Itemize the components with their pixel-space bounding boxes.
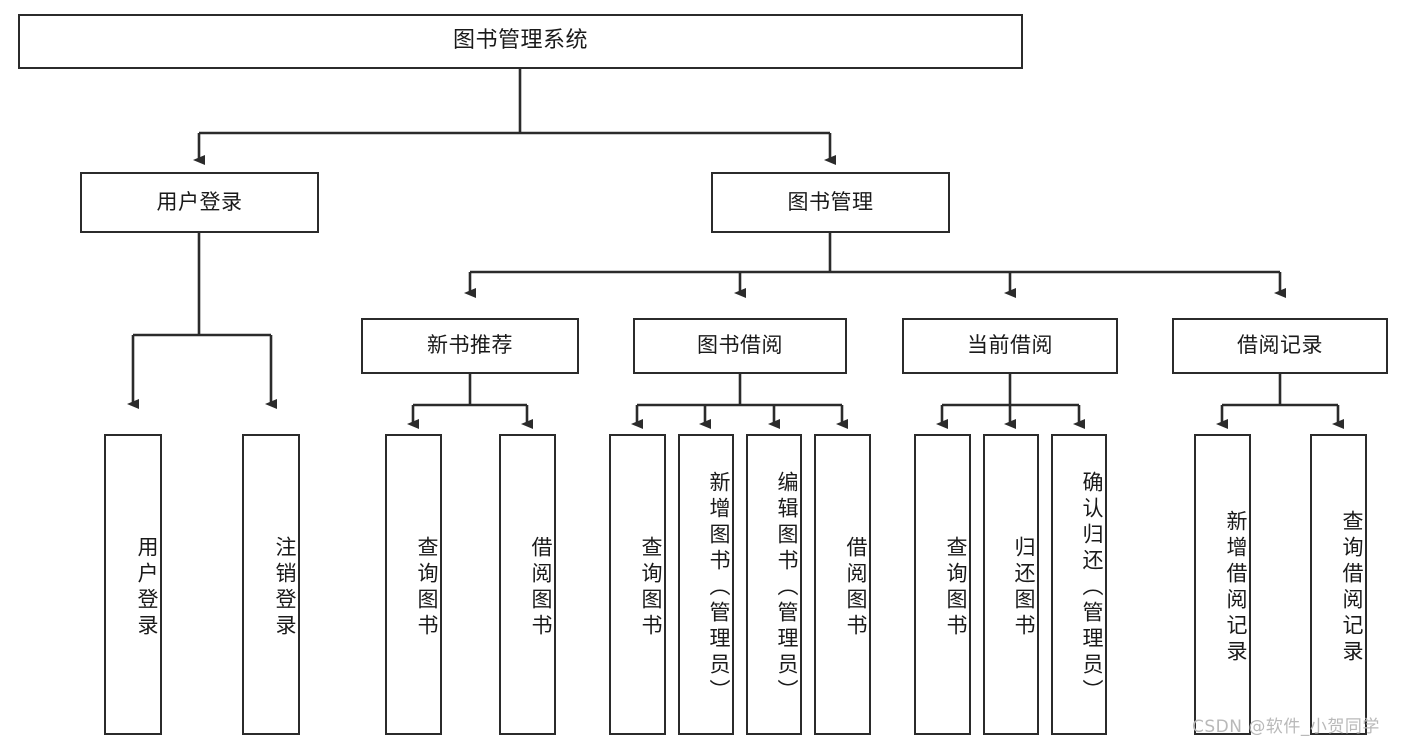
node-root-library-management-system[interactable]: 图书管理系统 (18, 14, 1023, 69)
node-label: 当前借阅 (967, 333, 1053, 358)
leaf-user-login[interactable]: 用户登录 (104, 434, 162, 735)
node-label: 用户登录 (156, 189, 243, 214)
leaf-add-borrow-record[interactable]: 新增借阅记录 (1194, 434, 1251, 735)
node-label: 用户登录 (135, 535, 159, 640)
node-label: 注销登录 (273, 535, 297, 640)
leaf-query-book-recommend[interactable]: 查询图书 (385, 434, 442, 735)
node-label: 归还图书 (1012, 535, 1036, 640)
node-label: 新书推荐 (427, 333, 513, 358)
node-label: 查询借阅记录 (1340, 509, 1364, 666)
node-book-management[interactable]: 图书管理 (711, 172, 950, 233)
node-borrow-record[interactable]: 借阅记录 (1172, 318, 1388, 374)
leaf-query-book-borrow[interactable]: 查询图书 (609, 434, 666, 735)
node-label: 编辑图书（管理员） (775, 470, 799, 705)
node-label: 图书管理系统 (452, 28, 588, 54)
leaf-logout-login[interactable]: 注销登录 (242, 434, 300, 735)
leaf-return-book[interactable]: 归还图书 (983, 434, 1039, 735)
node-new-book-recommend[interactable]: 新书推荐 (361, 318, 579, 374)
leaf-borrow-book-recommend[interactable]: 借阅图书 (499, 434, 556, 735)
node-book-borrow[interactable]: 图书借阅 (633, 318, 847, 374)
leaf-add-book-admin[interactable]: 新增图书（管理员） (678, 434, 734, 735)
leaf-query-book-current[interactable]: 查询图书 (914, 434, 971, 735)
leaf-edit-book-admin[interactable]: 编辑图书（管理员） (746, 434, 802, 735)
node-label: 新增图书（管理员） (707, 470, 731, 705)
leaf-query-borrow-record[interactable]: 查询借阅记录 (1310, 434, 1367, 735)
node-label: 借阅图书 (844, 535, 868, 640)
node-label: 查询图书 (944, 535, 968, 640)
leaf-confirm-return-admin[interactable]: 确认归还（管理员） (1051, 434, 1107, 735)
node-user-login[interactable]: 用户登录 (80, 172, 319, 233)
node-label: 新增借阅记录 (1224, 509, 1248, 666)
node-label: 借阅记录 (1237, 333, 1323, 358)
node-label: 借阅图书 (529, 535, 553, 640)
node-label: 查询图书 (415, 535, 439, 640)
csdn-watermark: CSDN @软件_小贺同学 (1192, 717, 1380, 737)
node-label: 图书管理 (787, 189, 874, 214)
node-label: 图书借阅 (697, 333, 783, 358)
node-label: 确认归还（管理员） (1080, 470, 1104, 705)
node-current-borrow[interactable]: 当前借阅 (902, 318, 1118, 374)
node-label: 查询图书 (639, 535, 663, 640)
leaf-borrow-book[interactable]: 借阅图书 (814, 434, 871, 735)
